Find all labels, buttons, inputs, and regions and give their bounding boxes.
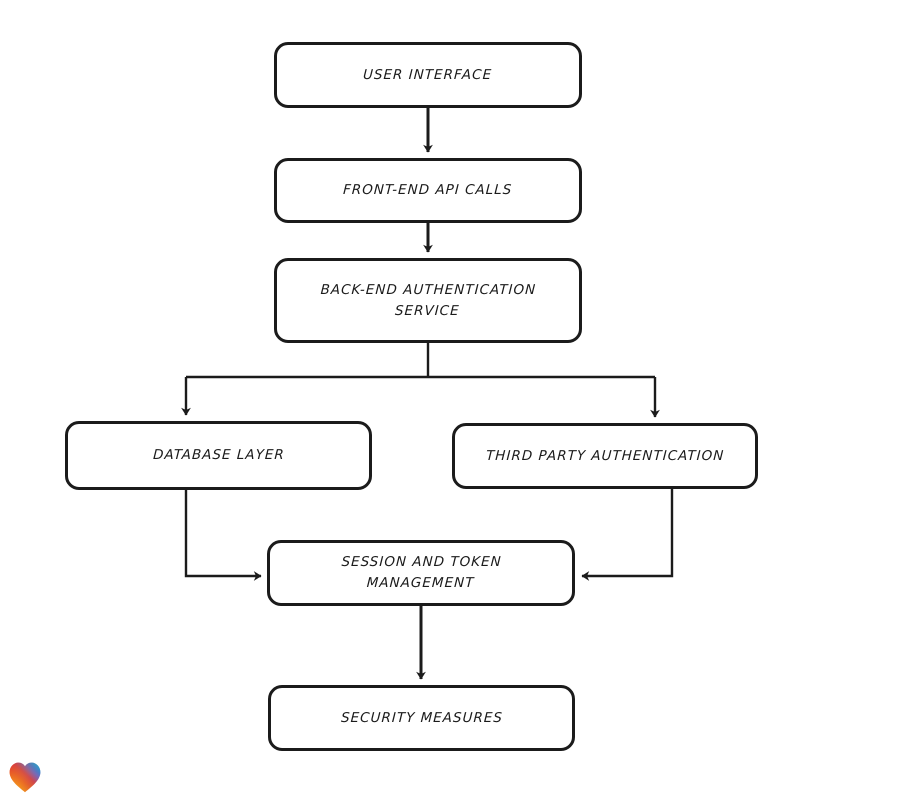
- edge-database-to-session: [184, 490, 262, 581]
- node-user-interface-label: USER INTERFACE: [363, 66, 493, 83]
- node-backend-authentication-service[interactable]: BACK-END AUTHENTICATION SERVICE: [274, 258, 582, 343]
- node-frontend-api-calls[interactable]: FRONT-END API CALLS: [274, 158, 582, 223]
- heart-icon: [9, 762, 41, 793]
- node-user-interface[interactable]: USER INTERFACE: [274, 42, 582, 108]
- node-security-measures[interactable]: SECURITY MEASURES: [268, 685, 575, 751]
- node-third-party-authentication-label: THIRD PARTY AUTHENTICATION: [485, 447, 725, 464]
- node-database-layer-label: DATABASE LAYER: [152, 447, 285, 464]
- node-session-and-token-management[interactable]: SESSION AND TOKEN MANAGEMENT: [267, 540, 575, 606]
- node-database-layer[interactable]: DATABASE LAYER: [65, 421, 372, 490]
- node-security-measures-label: SECURITY MEASURES: [340, 709, 503, 726]
- node-session-and-token-management-label: SESSION AND TOKEN MANAGEMENT: [341, 554, 503, 591]
- node-frontend-api-calls-label: FRONT-END API CALLS: [342, 182, 514, 199]
- edge-third-party-to-session: [581, 489, 674, 581]
- node-backend-authentication-service-label: BACK-END AUTHENTICATION SERVICE: [320, 281, 537, 319]
- node-third-party-authentication[interactable]: THIRD PARTY AUTHENTICATION: [452, 423, 758, 489]
